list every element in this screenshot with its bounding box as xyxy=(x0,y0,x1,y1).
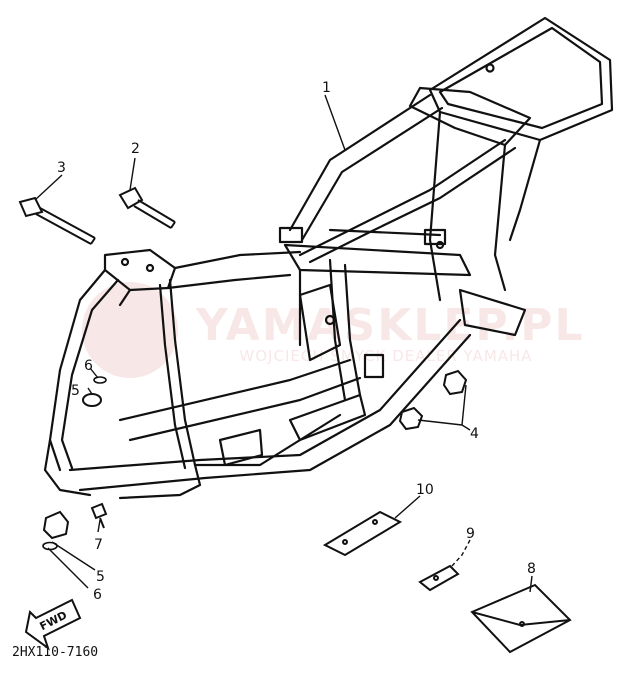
plate-part-10 xyxy=(322,510,403,557)
callout-6-upper: 6 xyxy=(84,358,93,374)
callout-6-lower: 6 xyxy=(93,587,102,603)
callout-9: 9 xyxy=(466,526,475,542)
callout-5-lower: 5 xyxy=(96,569,105,585)
collar-part-6-upper xyxy=(93,376,107,384)
bolt-part-7 xyxy=(90,502,108,529)
callout-5-upper: 5 xyxy=(71,383,80,399)
callout-8: 8 xyxy=(527,561,536,577)
bracket-part-9 xyxy=(418,564,460,592)
damper-part-5-upper xyxy=(82,393,102,407)
bolt-part-2 xyxy=(118,186,176,229)
damper-part-5-lower xyxy=(42,510,70,540)
bolt-part-3 xyxy=(18,196,96,245)
callout-3: 3 xyxy=(57,160,66,176)
callout-7: 7 xyxy=(94,537,103,553)
leader-lines xyxy=(34,94,533,593)
document-bag-part-8 xyxy=(470,583,572,654)
fwd-arrow-icon: FWD xyxy=(24,598,82,651)
callouts: 1 2 3 4 5 6 5 6 7 8 9 10 xyxy=(57,80,536,603)
watermark-logo xyxy=(82,282,178,378)
frame-part xyxy=(43,16,614,500)
callout-1: 1 xyxy=(322,80,331,96)
nut-part-4 xyxy=(398,369,468,431)
callout-2: 2 xyxy=(131,141,140,157)
catalog-code: 2HX110-7160 xyxy=(12,645,99,660)
callout-10: 10 xyxy=(416,482,434,498)
callout-4: 4 xyxy=(470,426,479,442)
